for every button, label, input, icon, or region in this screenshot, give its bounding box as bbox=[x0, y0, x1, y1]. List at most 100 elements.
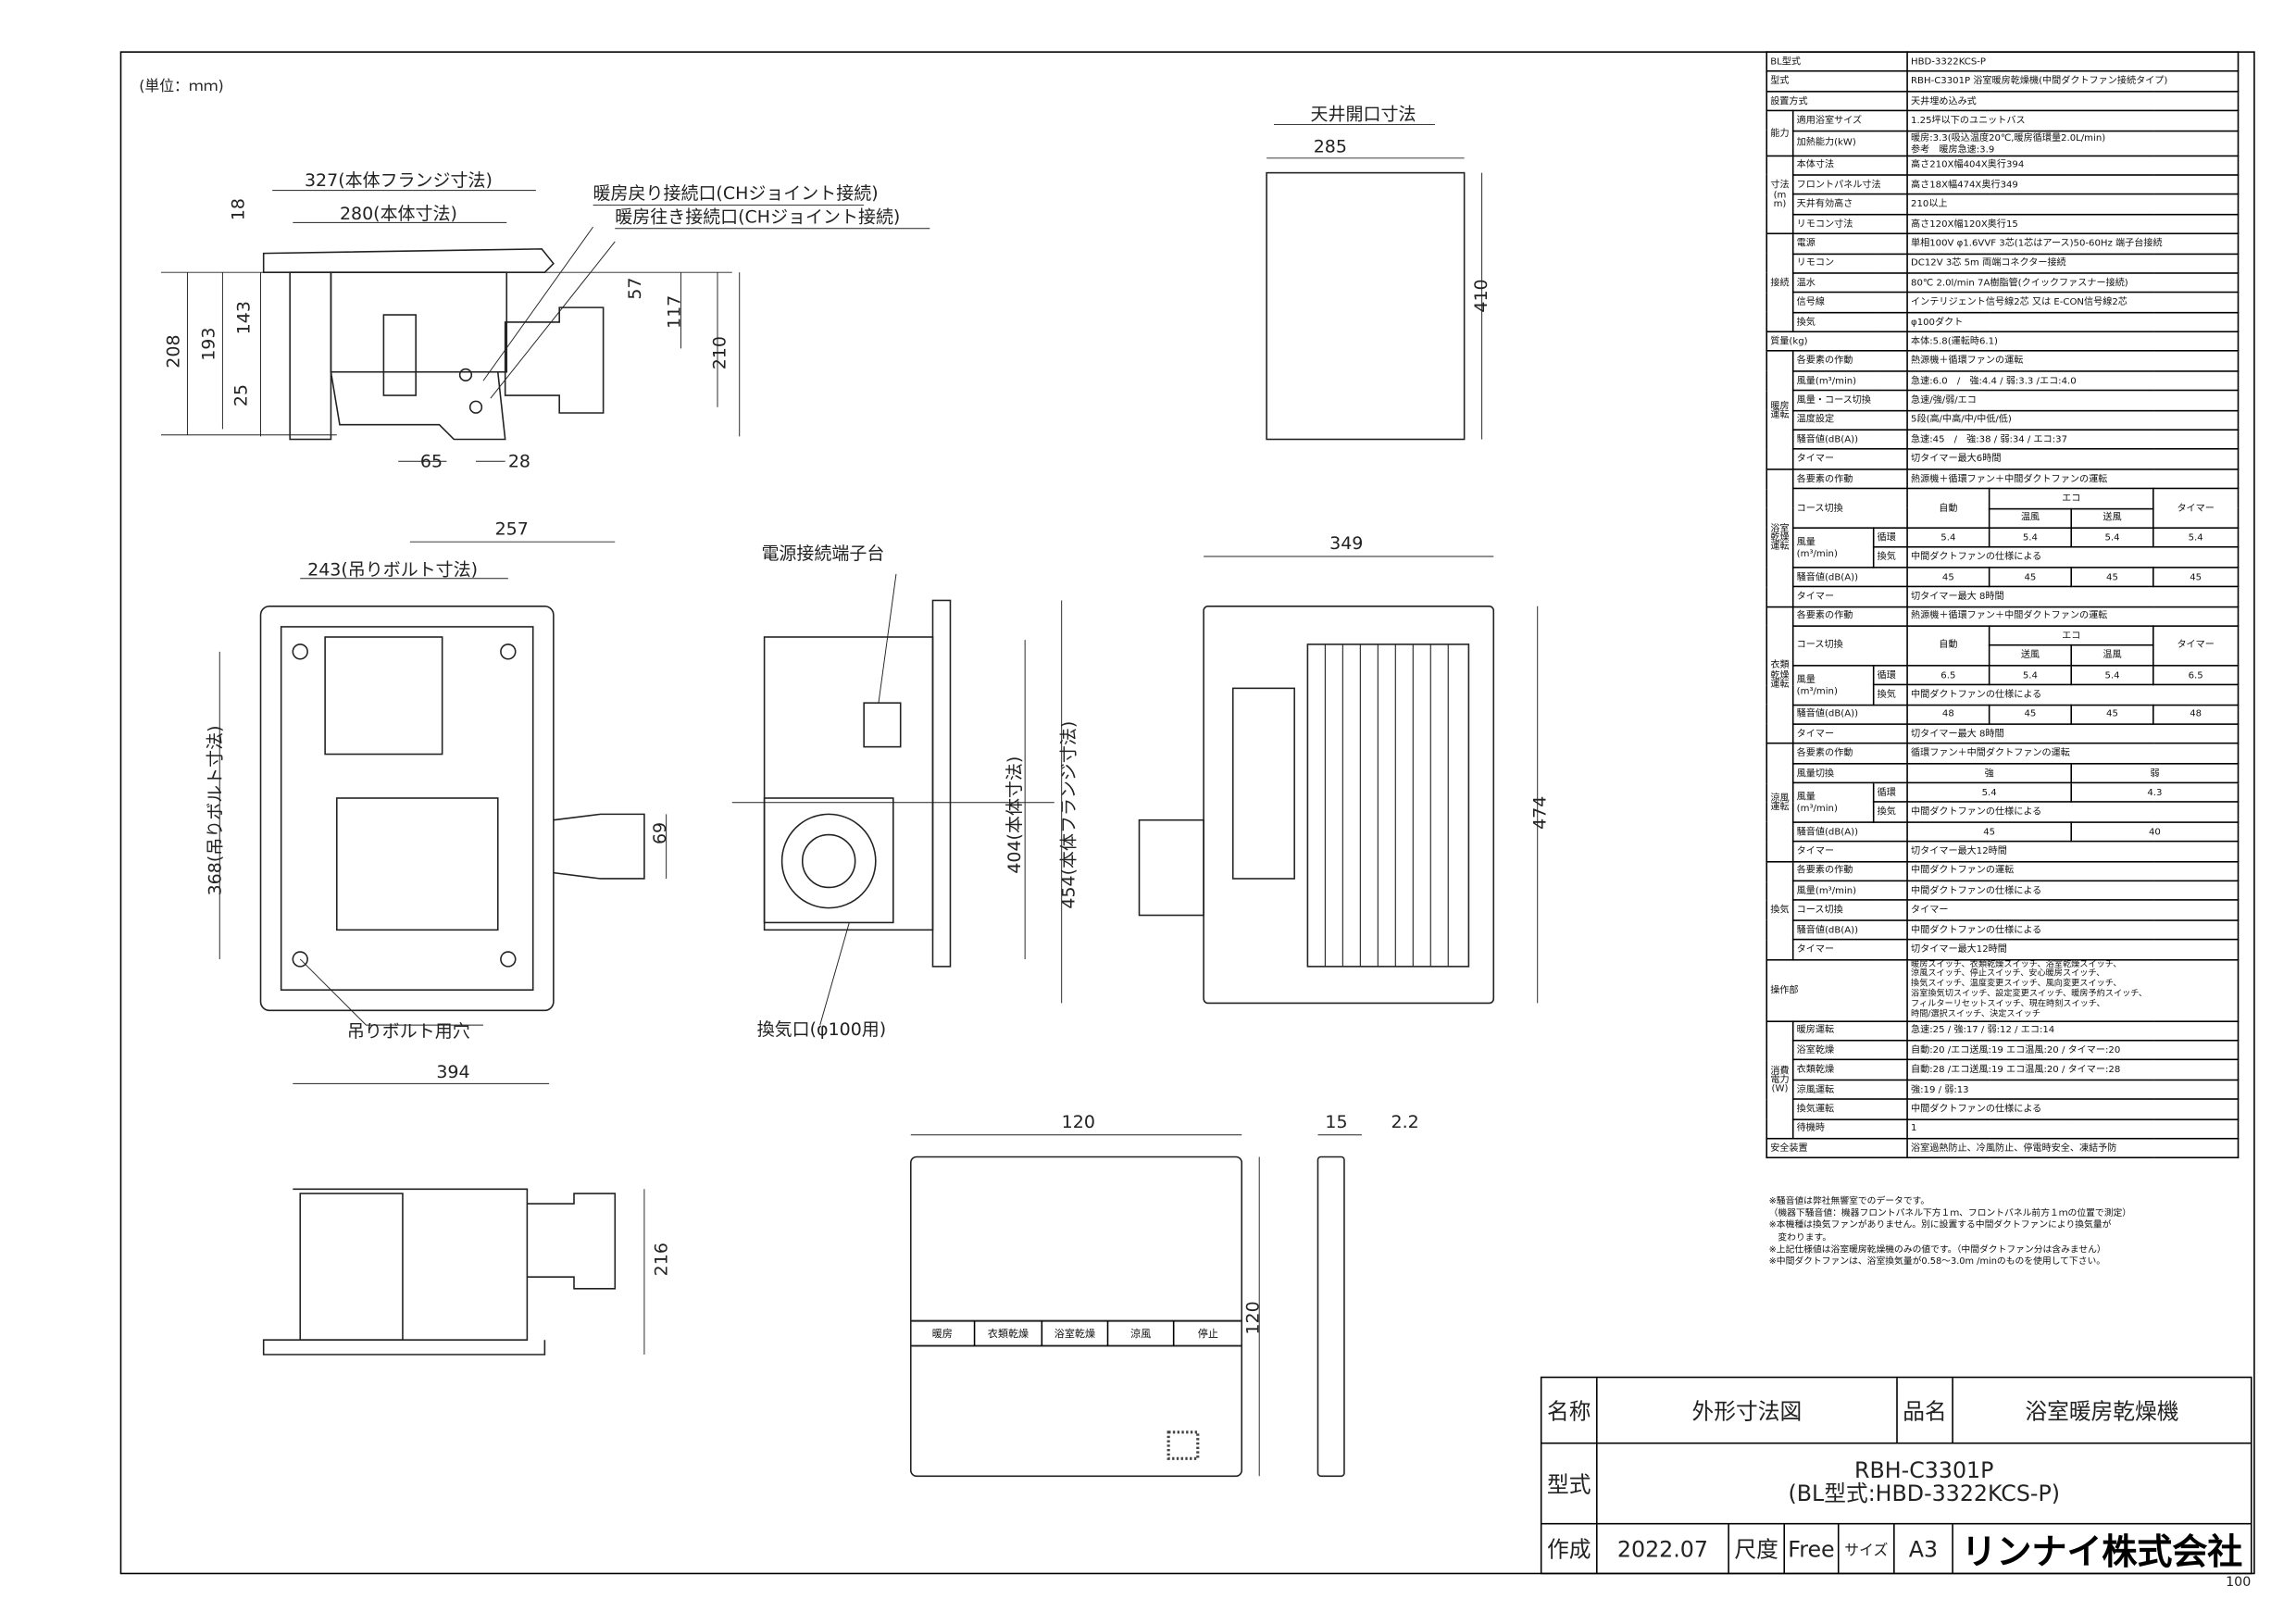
spec-label: 信号線 bbox=[1791, 292, 1908, 313]
circ-label: 循環 bbox=[1872, 781, 1908, 804]
spec-value: 急速/強/弱/エコ bbox=[1906, 390, 2240, 411]
spec-row: 暖房運転各要素の作動熱源機＋循環ファンの運転 bbox=[1766, 350, 2240, 470]
spec-group-label: 涼風運転 bbox=[1766, 743, 1794, 862]
side-view bbox=[160, 190, 930, 462]
spec-label: 適用浴室サイズ bbox=[1791, 109, 1908, 131]
spec-group-label: 暖房運転 bbox=[1766, 350, 1794, 470]
spec-row: 衣類乾燥自動:28 /エコ送風:19 エコ温風:20 / タイマー:28 bbox=[1766, 1059, 2240, 1081]
course-auto: 自動 bbox=[1906, 625, 1990, 667]
dim-opening-height: 410 bbox=[1470, 279, 1491, 313]
spec-value: 本体:5.8(運転時6.1) bbox=[1906, 331, 2240, 353]
circ-value: 5.4 bbox=[1906, 781, 2073, 804]
airflow-label: 風量(m³/min) bbox=[1791, 664, 1875, 706]
dim-flange-454: 454(本体フランジ寸法) bbox=[1057, 720, 1079, 909]
course-eco-b: 送風 bbox=[2070, 507, 2154, 529]
spec-label: 加熱能力(kW) bbox=[1791, 130, 1908, 156]
display-window bbox=[1231, 687, 1295, 880]
circ-value: 4.3 bbox=[2070, 781, 2240, 804]
course-timer: タイマー bbox=[2152, 488, 2240, 529]
dim-193: 193 bbox=[198, 327, 219, 361]
spec-group-label: 消費電力(W) bbox=[1766, 1019, 1794, 1140]
vent-port-circle bbox=[780, 813, 877, 909]
label-bolt-hole: 吊りボルト用穴 bbox=[346, 1020, 470, 1042]
spec-value: 単相100V φ1.6VVF 3芯(1芯はアース)50-60Hz 端子台接続 bbox=[1906, 232, 2240, 255]
spec-value: RBH-C3301P 浴室暖房乾燥機(中間ダクトファン接続タイプ) bbox=[1906, 70, 2240, 93]
dim-25: 25 bbox=[231, 383, 252, 407]
spec-label: 質量(kg) bbox=[1766, 331, 1908, 353]
spec-value: 1.25坪以下のユニットバス bbox=[1906, 109, 2240, 131]
title-block: 名称 外形寸法図 品名 浴室暖房乾燥機 型式 RBH-C3301P (BL型式:… bbox=[1540, 1376, 2252, 1575]
remote-button-stop: 停止 bbox=[1174, 1321, 1242, 1346]
spec-label: 安全装置 bbox=[1766, 1137, 1908, 1159]
spec-label: 設置方式 bbox=[1766, 90, 1908, 112]
spec-row: 送風温風 bbox=[1766, 644, 2238, 667]
controls-line: 時間/選択スイッチ、決定スイッチ bbox=[1911, 1009, 2041, 1019]
spec-label: コース切換 bbox=[1791, 625, 1908, 667]
remote-button-label: 浴室乾燥 bbox=[1054, 1327, 1096, 1340]
dim-394: 394 bbox=[436, 1061, 470, 1082]
spec-value: 5段(高/中高/中/中低/低) bbox=[1906, 409, 2240, 431]
spec-label: 各要素の作動 bbox=[1791, 743, 1908, 765]
spec-value: 中間ダクトファンの運転 bbox=[1906, 860, 2240, 882]
circ-value: 5.4 bbox=[1988, 664, 2073, 686]
noise-value: 45 bbox=[2070, 703, 2154, 725]
course-eco-b: 温風 bbox=[2070, 644, 2154, 667]
port-supply bbox=[468, 400, 483, 414]
spec-group-label: 寸法(mm) bbox=[1766, 154, 1794, 235]
spec-row: フロントパネル寸法高さ18X幅474X奥行349 bbox=[1766, 174, 2240, 195]
front-panel bbox=[1203, 606, 1495, 1005]
spec-row: 騒音値(dB(A))中間ダクトファンの仕様による bbox=[1766, 918, 2240, 941]
switch-value: 弱 bbox=[2070, 762, 2240, 784]
spec-label: タイマー bbox=[1791, 939, 1908, 960]
dim-remote-width: 120 bbox=[1061, 1111, 1095, 1132]
noise-value: 45 bbox=[1988, 566, 2073, 588]
circ-value: 5.4 bbox=[2070, 664, 2154, 686]
remote-button-label: 停止 bbox=[1197, 1327, 1218, 1340]
spec-row: 衣類乾燥運転各要素の作動熱源機＋循環ファン＋中間ダクトファンの運転 bbox=[1766, 606, 2240, 744]
dim-flange-width: 327(本体フランジ寸法) bbox=[304, 169, 493, 191]
timer-label: タイマー bbox=[1791, 841, 1908, 863]
flange-outline bbox=[259, 606, 555, 1012]
spec-label: リモコン寸法 bbox=[1791, 213, 1908, 235]
spec-row: 涼風運転各要素の作動循環ファン＋中間ダクトファンの運転 bbox=[1766, 743, 2240, 862]
label-terminal-block: 電源接続端子台 bbox=[761, 543, 885, 564]
course-timer: タイマー bbox=[2152, 625, 2240, 667]
name-label: 名称 bbox=[1541, 1378, 1598, 1444]
controls-line: 換気スイッチ、温度変更スイッチ、風向変更スイッチ、 bbox=[1911, 980, 2122, 989]
noise-label: 騒音値(dB(A)) bbox=[1791, 566, 1908, 588]
spec-value: 天井埋め込み式 bbox=[1906, 90, 2240, 112]
circ-value: 5.4 bbox=[2152, 527, 2240, 549]
vent-port-box bbox=[763, 797, 894, 924]
spec-row: 浴室乾燥自動:20 /エコ送風:19 エコ温風:20 / タイマー:20 bbox=[1766, 1039, 2240, 1061]
dim-210: 210 bbox=[709, 336, 730, 370]
spec-label: BL型式 bbox=[1766, 51, 1908, 73]
spec-value: 切タイマー最大12時間 bbox=[1906, 939, 2240, 960]
remote-side bbox=[1316, 1156, 1345, 1478]
product-label: 品名 bbox=[1897, 1378, 1953, 1444]
spec-label: 電源 bbox=[1791, 232, 1908, 255]
duct-side bbox=[1138, 818, 1204, 917]
noise-label: 騒音値(dB(A)) bbox=[1791, 821, 1908, 843]
dim-257: 257 bbox=[494, 518, 529, 540]
label-supply-port: 暖房往き接続口(CHジョイント接続) bbox=[615, 206, 901, 228]
spec-row: コース切換タイマー bbox=[1766, 899, 2240, 921]
spec-group-label: 接続 bbox=[1766, 232, 1794, 333]
model-label: 型式 bbox=[1541, 1443, 1598, 1525]
circ-value: 6.5 bbox=[2152, 664, 2240, 686]
dim-panel-height: 474 bbox=[1529, 795, 1551, 830]
airflow-label-line: (m³/min) bbox=[1796, 547, 1838, 559]
spec-value-line: 暖房:3.3(吸込温度20℃,暖房循環量2.0L/min) bbox=[1911, 131, 2106, 144]
circ-label: 循環 bbox=[1872, 664, 1908, 686]
bottom-side-view bbox=[262, 1188, 645, 1355]
timer-value: 切タイマー最大 8時間 bbox=[1906, 585, 2240, 607]
drawing-name: 外形寸法図 bbox=[1597, 1378, 1898, 1444]
note-line: ※本機種は換気ファンがありません。別に設置する中間ダクトファンにより換気量が bbox=[1768, 1220, 2112, 1231]
spec-label: 暖房運転 bbox=[1791, 1019, 1908, 1042]
spec-value: 80℃ 2.0l/min 7A樹脂管(クイックファスナー接続) bbox=[1906, 272, 2240, 294]
spec-value: インテリジェント信号線2芯 又は E-CON信号線2芯 bbox=[1906, 292, 2240, 313]
bolt-hole bbox=[500, 951, 517, 968]
